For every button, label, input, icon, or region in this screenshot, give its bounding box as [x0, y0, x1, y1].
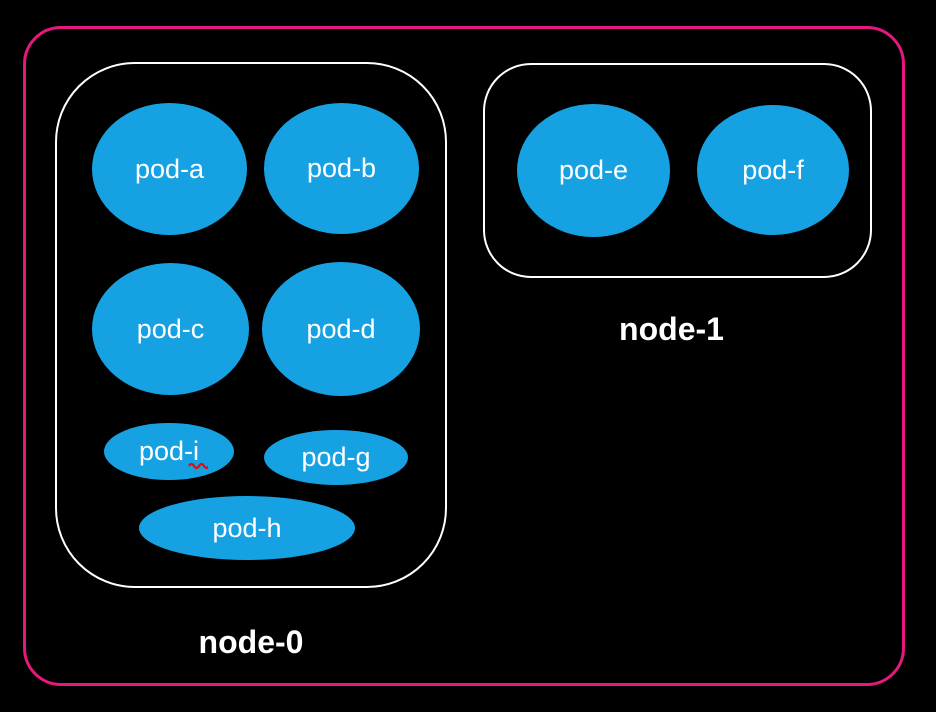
node-0-box: pod-a pod-b pod-c pod-d pod-i pod-g pod-… [55, 62, 447, 588]
pod-h: pod-h [139, 496, 355, 560]
pod-d-label: pod-d [306, 313, 376, 344]
pod-e: pod-e [517, 104, 670, 237]
cluster-border [23, 26, 905, 686]
pod-g: pod-g [264, 430, 408, 485]
pod-h-label: pod-h [212, 512, 282, 543]
pod-d: pod-d [262, 262, 420, 396]
pod-i: pod-i [104, 423, 234, 480]
pod-b-label: pod-b [306, 153, 377, 183]
pod-g-label: pod-g [301, 442, 371, 472]
pod-b: pod-b [264, 103, 419, 234]
pod-e-label: pod-e [558, 155, 629, 185]
node-1-box: pod-e pod-f [483, 63, 872, 278]
pod-i-label: pod-i [138, 436, 200, 466]
pod-f: pod-f [697, 105, 849, 235]
spellcheck-squiggle-icon [188, 462, 208, 470]
node-1-label: node-1 [619, 311, 724, 347]
pod-c-label: pod-c [136, 313, 205, 344]
pod-a-label: pod-a [134, 153, 205, 184]
pod-a: pod-a [92, 103, 247, 235]
node-0-label: node-0 [198, 624, 304, 660]
pod-f-label: pod-f [742, 154, 804, 185]
pod-c: pod-c [92, 263, 249, 395]
